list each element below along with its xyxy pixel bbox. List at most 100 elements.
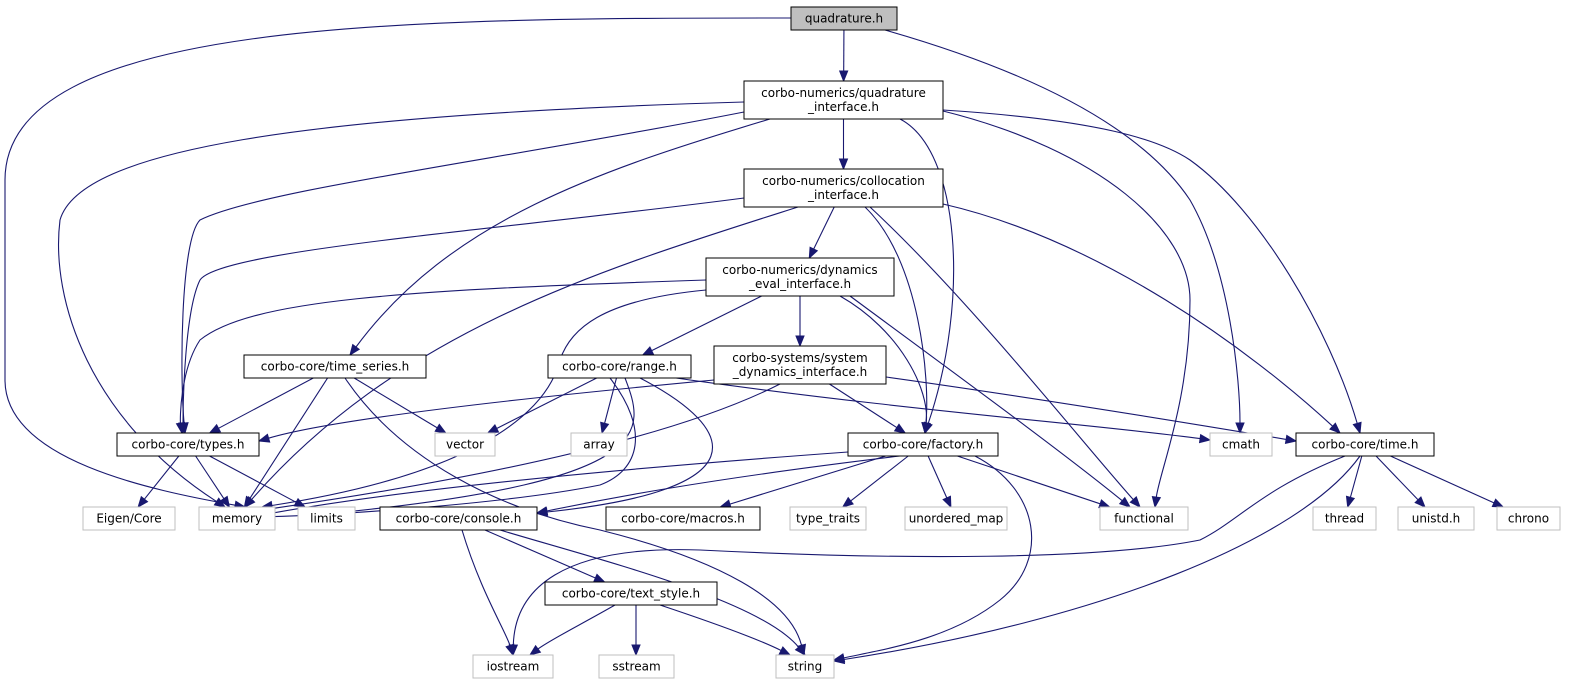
arrowhead-icon — [1098, 499, 1111, 509]
edge-dyn_eval-to-sys_dyn — [795, 296, 805, 348]
node-cmath: cmath — [1209, 432, 1273, 457]
arrowhead-icon — [1118, 496, 1132, 508]
node-quad-iface[interactable]: corbo-numerics/quadrature_interface.h — [743, 80, 944, 120]
edge-dyn_eval-to-factory — [839, 295, 931, 435]
edge-time-to-thread — [1345, 455, 1363, 509]
node-time-series[interactable]: corbo-core/time_series.h — [243, 354, 427, 379]
arrowhead-icon — [1129, 496, 1141, 509]
edge-line — [849, 295, 1123, 502]
node-box[interactable] — [379, 506, 538, 531]
node-time[interactable]: corbo-core/time.h — [1295, 432, 1435, 457]
node-colloc-iface[interactable]: corbo-numerics/collocation_interface.h — [743, 168, 944, 208]
edge-factory-to-unordered_map — [927, 455, 952, 509]
edge-line — [729, 455, 886, 505]
node-box[interactable] — [743, 168, 944, 208]
edge-line — [942, 203, 1333, 427]
arrowhead-icon — [243, 495, 255, 509]
edge-time_series-to-types — [208, 377, 314, 434]
edge-line — [927, 455, 948, 499]
node-box — [1312, 506, 1377, 531]
edge-line — [512, 455, 1346, 646]
node-box — [82, 506, 176, 531]
node-box[interactable] — [1295, 432, 1435, 457]
node-box — [1209, 432, 1273, 457]
node-box[interactable] — [847, 432, 999, 457]
node-box[interactable] — [547, 354, 692, 379]
arrowhead-icon — [794, 643, 806, 657]
node-box[interactable] — [243, 354, 427, 379]
node-box — [904, 506, 1008, 531]
node-box[interactable] — [713, 345, 887, 385]
node-label: corbo-numerics/collocation — [762, 174, 925, 188]
edge-line — [484, 529, 596, 579]
edge-line — [268, 379, 715, 439]
edge-factory-to-console — [535, 455, 901, 516]
edge-line — [942, 109, 1358, 424]
edge-line — [604, 377, 618, 424]
node-box[interactable] — [743, 80, 944, 120]
edge-time-to-string — [832, 455, 1361, 665]
edge-line — [537, 604, 616, 650]
node-label: cmath — [1222, 438, 1260, 452]
node-box[interactable] — [705, 257, 895, 297]
node-box — [198, 506, 276, 531]
edge-line — [249, 377, 329, 499]
edge-console-to-iostream — [461, 529, 515, 657]
node-range[interactable]: corbo-core/range.h — [547, 354, 692, 379]
edge-line — [271, 289, 707, 507]
arrowhead-icon — [528, 644, 542, 656]
node-macros[interactable]: corbo-core/macros.h — [605, 506, 761, 531]
node-thread: thread — [1312, 506, 1377, 531]
edge-factory-to-functional — [957, 455, 1111, 509]
arrowhead-icon — [175, 421, 186, 435]
node-text-style[interactable]: corbo-core/text_style.h — [544, 581, 718, 606]
node-label: chrono — [1508, 512, 1549, 526]
edge-line — [209, 455, 297, 503]
edges-layer — [4, 17, 1505, 665]
node-sys-dyn[interactable]: corbo-systems/system_dynamics_interface.… — [713, 345, 887, 385]
edge-line — [899, 118, 955, 424]
edge-line — [884, 29, 1241, 424]
node-box[interactable] — [605, 506, 761, 531]
arrowhead-icon — [1329, 422, 1341, 434]
node-box[interactable] — [790, 6, 898, 31]
node-label: Eigen/Core — [96, 512, 161, 526]
node-types[interactable]: corbo-core/types.h — [116, 432, 260, 457]
edge-quad_iface-to-colloc_iface — [838, 119, 849, 171]
edge-factory-to-string — [832, 455, 1033, 663]
node-box[interactable] — [544, 581, 718, 606]
node-label: corbo-core/console.h — [396, 512, 522, 526]
edge-range-to-vector — [486, 377, 597, 434]
node-console[interactable]: corbo-core/console.h — [379, 506, 538, 531]
node-box[interactable] — [116, 432, 260, 457]
arrowhead-icon — [795, 335, 805, 348]
arrowhead-icon — [778, 646, 792, 656]
arrowhead-icon — [349, 343, 361, 357]
node-label: corbo-core/factory.h — [863, 438, 983, 452]
node-box — [434, 432, 496, 457]
edge-line — [271, 383, 781, 510]
edge-types-to-limits — [209, 455, 307, 508]
edge-line — [864, 206, 928, 424]
arrowhead-icon — [838, 70, 849, 83]
node-dyn-eval[interactable]: corbo-numerics/dynamics_eval_interface.h — [705, 257, 895, 297]
arrowhead-icon — [219, 495, 231, 509]
node-unordered-map: unordered_map — [904, 506, 1008, 531]
edge-quad_iface-to-functional — [942, 110, 1191, 509]
edge-line — [546, 377, 713, 513]
node-label: unistd.h — [1412, 512, 1461, 526]
arrowhead-icon — [293, 497, 307, 508]
node-label: string — [788, 660, 822, 674]
node-label: array — [583, 438, 614, 452]
edge-line — [4, 17, 792, 506]
arrowhead-icon — [893, 423, 907, 434]
arrowhead-icon — [505, 643, 515, 657]
node-label: limits — [310, 512, 343, 526]
edge-line — [1390, 455, 1495, 504]
node-factory[interactable]: corbo-core/factory.h — [847, 432, 999, 457]
edge-line — [143, 455, 180, 500]
node-quadrature[interactable]: quadrature.h — [790, 6, 898, 31]
node-box — [598, 654, 675, 679]
edge-line — [651, 295, 762, 352]
arrowhead-icon — [1414, 496, 1426, 508]
